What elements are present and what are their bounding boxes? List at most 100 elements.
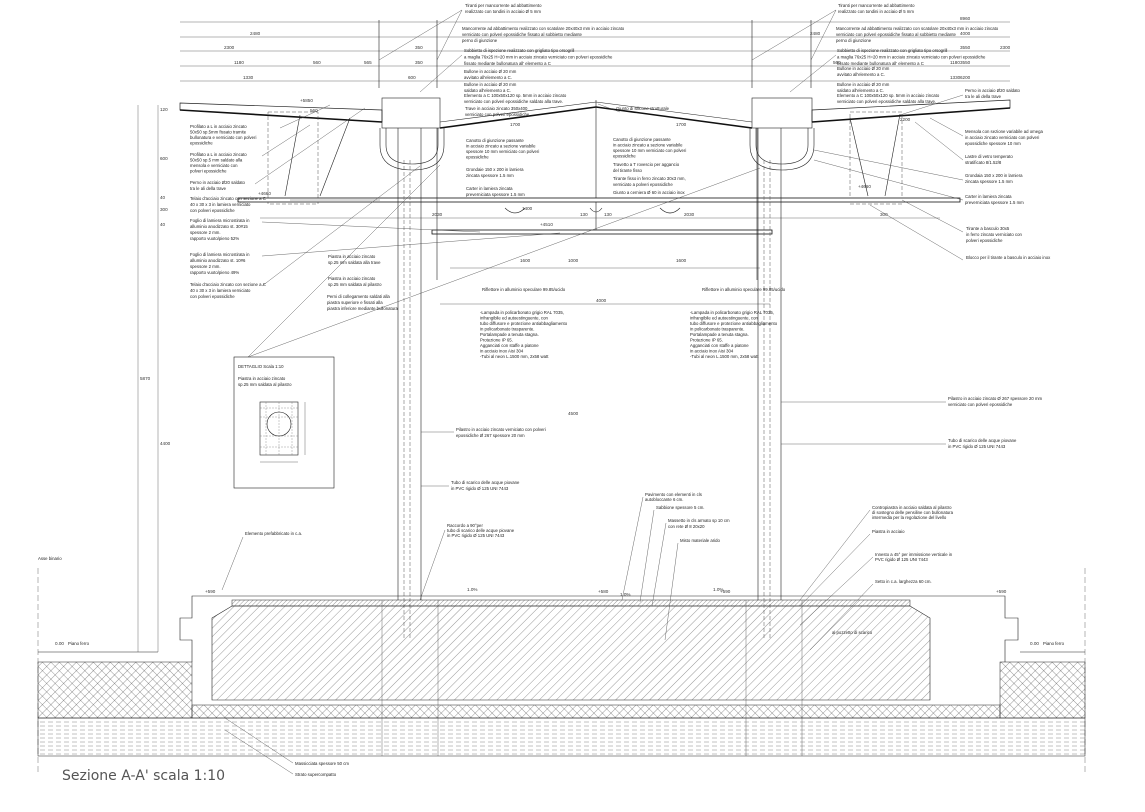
annotation-lampada-r: Agganciati con staffe a piatone: [690, 343, 749, 348]
annotation-foglio1: spessore 2 mm.: [190, 230, 221, 235]
annotation-mensola-r: epossidiche spessore 10 mm: [965, 141, 1021, 146]
annotation-canotto-l: Canotto di giunzione passante: [466, 138, 524, 143]
dimension-levels: +4660: [858, 184, 871, 189]
top-dimension-lines: [180, 20, 1010, 88]
dimension-levels: +4510: [540, 222, 553, 227]
annotation-lampada-l: Agganciati con staffe a piatone: [480, 343, 539, 348]
annotation-elementoC-r: verniciato con polveri epossidiche salda…: [837, 99, 936, 104]
annotation-innesto: PVC rigido Ø 125 UNI 7443: [875, 557, 928, 562]
annotation-tubo-r: Tubo di scarico delle acque piovane: [948, 438, 1017, 443]
annotation-pilastro-r: Pilastro in acciaio zincato Ø 267 spesso…: [948, 396, 1043, 401]
annotation-bullone2-l: saldato all'elemento a C.: [464, 88, 511, 93]
annotation-mensola-r: Mensola con sezione variabile ad omega: [965, 129, 1043, 134]
dimension-top: 3550: [960, 45, 971, 50]
gutters: [379, 128, 815, 171]
dimension-levels: 0.00: [55, 641, 64, 646]
dimension-top-right: 1180: [950, 60, 960, 65]
dimension-vertical-left: 40: [160, 195, 166, 200]
detail-title: DETTAGLIO Scala 1:10: [238, 364, 284, 369]
dimension-roof: 300: [880, 212, 888, 217]
dimension-roof: 1600: [520, 258, 531, 263]
annotation-foglio2: Foglio di lamiera microstirata in: [190, 252, 250, 257]
annotation-profilato1: 50x50 sp.5mm fissato tramite: [190, 130, 247, 135]
annotation-carter-c: Carter in lamiera zincata: [466, 186, 513, 191]
annotation-sobbietto-r: a maglia 76x25 H=20 mm in acciaio zincat…: [837, 55, 986, 60]
dimension-levels: +4660: [258, 191, 271, 196]
annotation-piastra-pilastro: Piastra in acciaio zincato: [328, 276, 376, 281]
annotation-bullone1-l: avvitato all'elemento a C.: [464, 75, 512, 80]
dimension-vertical-left: 4400: [160, 441, 171, 446]
annotation-tubo-l: in PVC rigido Ø 125 UNI 7443: [451, 486, 509, 491]
annotation-mancorrente-l: perno di giunzione: [462, 38, 498, 43]
annotation-piastra-acciaio: Piastra in acciaio: [872, 529, 905, 534]
annotation-lastre-r: Lastre di vetro temperato: [965, 154, 1013, 159]
detail-box: [233, 356, 335, 489]
annotation-asse-binario: Asse binario: [38, 556, 62, 561]
annotation-pozzetto: al pozzetto di scarico: [832, 630, 873, 635]
dimension-vertical-left: 5870: [140, 376, 151, 381]
annotation-perni-collegamento: Perni di collegamento saldati alla: [327, 294, 390, 299]
annotation-bullone2-r: Bullone in acciaio Ø 20 mm: [837, 82, 890, 87]
annotation-piano-ferro-l: Piano ferro: [68, 641, 90, 646]
annotation-sobbietto-l: Sobbietto di ispezione realizzato con gr…: [464, 48, 574, 53]
annotation-lampada-r: in policarbonato trasparente.: [690, 327, 744, 332]
annotation-bullone2-l: Bullone in acciaio Ø 20 mm: [464, 82, 517, 87]
annotation-foglio1: alluminio anodizzato st. 30#15: [190, 224, 248, 229]
annotation-tiranti-r: realizzato con tondini in acciaio Ø 5 mm: [838, 9, 914, 14]
dimension-vertical-left: 40: [160, 222, 166, 227]
annotation-mancorrente-r: Mancorrente ad abbattimento realizzato c…: [836, 26, 999, 31]
annotation-profilato1: epossidiche: [190, 141, 213, 146]
dimension-top: 2480: [250, 31, 261, 36]
dimension-top-right: 2300: [1000, 45, 1011, 50]
annotation-pavimento: Pavimento con elementi in cls: [645, 492, 702, 497]
annotation-perni-collegamento: piastra inferiore mediante bullonatura: [327, 306, 399, 311]
dimension-top-right: 2480: [810, 31, 821, 36]
annotation-foglio1: Foglio di lamiera microstirata in: [190, 218, 250, 223]
dimension-top: 8960: [960, 16, 971, 21]
annotation-tiranti-l: Tiranti per mancorrente ad abbattimento: [465, 3, 542, 8]
dimension-roof: 2030: [684, 212, 695, 217]
dimension-top: 350: [415, 45, 423, 50]
dimension-roof: 1700: [676, 122, 687, 127]
mesh-frames: [237, 197, 961, 305]
annotation-telaio2: con polveri epossidiche: [190, 294, 235, 299]
annotation-telaio2: Telaio d'acciaio zincato con sezione a C: [190, 282, 266, 287]
annotation-setto: Setto in c.a. larghezza 60 cm.: [875, 579, 932, 584]
dimension-roof: 130: [580, 212, 588, 217]
dimension-vertical-center: 1400: [522, 206, 533, 211]
annotation-canotto-r: spessore 10 mm verniciato con polveri: [613, 148, 686, 153]
dimension-roof: 560: [310, 108, 318, 113]
annotation-labels: Tiranti per mancorrente ad abbattimento r…: [38, 3, 1065, 777]
annotation-grondaie-c: Grondaie 150 x 200 in lamiera: [466, 167, 524, 172]
annotation-lastre-r: stratificato 8/1.52/8: [965, 160, 1002, 165]
dimension-levels: +590: [996, 589, 1007, 594]
annotation-travetto: del tirante fisso: [613, 168, 643, 173]
annotation-tirante-fisso: Tirante fisso in ferro zincato 30x3 mm,: [613, 176, 686, 181]
annotation-bullone1-l: Bullone in acciaio Ø 20 mm: [464, 69, 517, 74]
annotation-carter-c: preverniciata spessore 1.5 mm: [466, 192, 525, 197]
dimension-slope: 1.0%: [713, 587, 723, 592]
annotation-mancorrente-r: perno di giunzione: [836, 38, 872, 43]
annotation-lampada-r: infrangibile ed autoestinguente, con: [690, 316, 758, 321]
annotation-blocco: Blocco per il tirante a basculo in accia…: [966, 255, 1051, 260]
annotation-tirante-fisso: verniciato a polveri epossidiche: [613, 182, 673, 187]
annotation-lampada-r: tubo diffusore e protezione antiabbaglia…: [690, 321, 778, 326]
dimension-slope: 1.0%: [620, 592, 630, 597]
annotation-profilato2: 50x50 sp.5 mm saldato alla: [190, 158, 243, 163]
annotation-lampada-r: Protezione IP 65.: [690, 338, 723, 343]
dimension-top: 1180: [234, 60, 244, 65]
dimension-top: 350: [415, 60, 423, 65]
annotation-elementoC-l: verniciato con polveri epossidiche salda…: [464, 99, 563, 104]
annotation-sobbietto-r: Sobbietto di ispezione realizzato con gr…: [837, 48, 947, 53]
annotation-sobbietto-l: a maglia 76x25 H=20 mm in acciaio zincat…: [464, 55, 613, 60]
dimension-vertical-left: 120: [160, 107, 168, 112]
annotation-lampada-r: -Lampada in policarbonato grigio RAL 703…: [690, 310, 774, 315]
annotation-lampada-l: Protezione IP 65.: [480, 338, 513, 343]
annotation-innesto: Innesto a 45° per immissione verticale i…: [875, 552, 953, 557]
annotation-canotto-l: epossidiche: [466, 155, 489, 160]
annotation-elementoC-r: Elemento a C 100x50x120 sp. 5mm in accia…: [837, 93, 940, 98]
annotation-profilato2: polveri epossidiche: [190, 169, 227, 174]
annotation-carter-r: Carter in lamiera zincata: [965, 194, 1012, 199]
annotation-massicciata: Massicciata spessore 50 cm: [295, 761, 349, 766]
annotation-bullone2-r: saldato all'elemento a C.: [837, 88, 884, 93]
